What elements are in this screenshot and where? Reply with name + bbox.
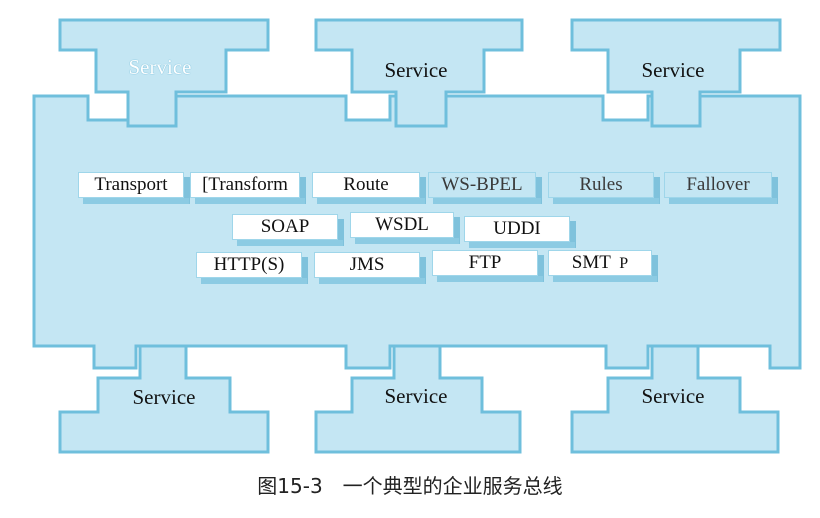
block-uddi: UDDI bbox=[464, 216, 576, 248]
block-http: HTTP(S) bbox=[196, 252, 308, 284]
block-smtp-part2: P bbox=[619, 255, 629, 272]
block-soap: SOAP bbox=[232, 214, 344, 246]
block-smtp: SMT P bbox=[548, 250, 658, 282]
service-label-top-left: Service bbox=[128, 55, 192, 79]
block-transform: [Transform bbox=[190, 172, 306, 204]
top-service-shapes bbox=[58, 18, 782, 128]
block-jms: JMS bbox=[314, 252, 426, 284]
bottom-service-shapes bbox=[58, 344, 780, 454]
block-route: Route bbox=[312, 172, 426, 204]
block-rules: Rules bbox=[548, 172, 660, 204]
service-label-top-right: Service bbox=[641, 58, 705, 82]
block-smtp-part1: SMT bbox=[571, 252, 611, 273]
block-fallover: Fallover bbox=[664, 172, 778, 204]
block-ws-bpel: WS-BPEL bbox=[428, 172, 542, 204]
block-wsdl: WSDL bbox=[350, 212, 460, 244]
enterprise-service-bus-diagram bbox=[32, 18, 802, 454]
block-transport: Transport bbox=[78, 172, 190, 204]
service-label-top-middle: Service bbox=[384, 58, 448, 82]
block-ftp: FTP bbox=[432, 250, 544, 282]
figure-caption: 图15-3 一个典型的企业服务总线 bbox=[257, 474, 563, 498]
service-label-bottom-left: Service bbox=[132, 385, 196, 409]
service-label-bottom-middle: Service bbox=[384, 384, 448, 408]
service-label-bottom-right: Service bbox=[641, 384, 705, 408]
